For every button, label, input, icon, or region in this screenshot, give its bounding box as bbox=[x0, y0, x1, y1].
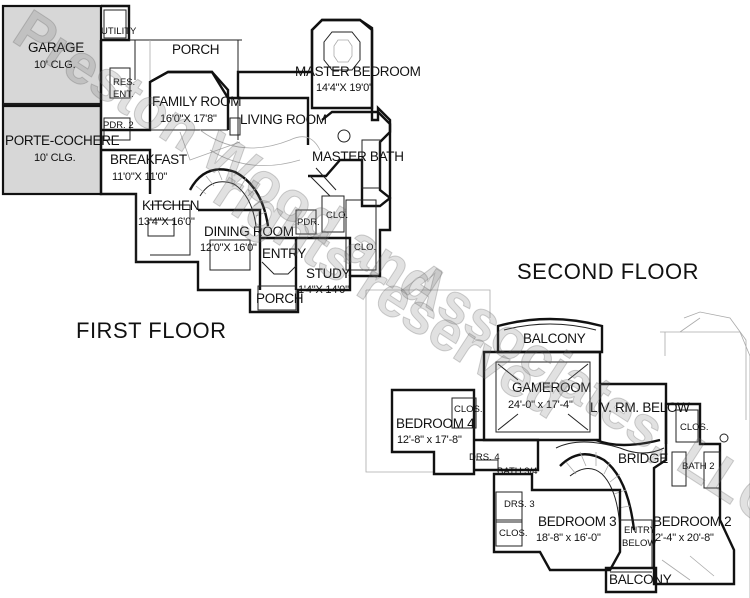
breakfast-name: BREAKFAST bbox=[110, 152, 187, 167]
bedroom-3-dim: 18'-8" x 16'-0" bbox=[536, 532, 601, 544]
kitchen-dim: 13'4"X 16'0" bbox=[138, 216, 195, 228]
breakfast-dim: 11'0"X 11'0" bbox=[112, 171, 167, 183]
drs-4-label: DRS. 4 bbox=[469, 452, 500, 463]
bath-2-label: BATH 2 bbox=[682, 461, 715, 472]
garage-area bbox=[1, 4, 103, 106]
bedroom-2-name: BEDROOM 2 bbox=[653, 514, 731, 529]
porte-cochere-dim: 10' CLG. bbox=[34, 152, 76, 164]
bedroom-3-name: BEDROOM 3 bbox=[538, 514, 616, 529]
master-bedroom-dim: 14'4"X 19'0" bbox=[316, 82, 373, 94]
first-floor-labels: GARAGE 10' CLG. PORTE-COCHERE 10' CLG. U… bbox=[5, 26, 421, 343]
pdr-2-label: PDR. 2 bbox=[103, 120, 134, 131]
drs-3-label: DRS. 3 bbox=[504, 499, 535, 510]
second-floor-plan bbox=[365, 289, 750, 598]
entry-below-line1: ENTRY bbox=[624, 525, 657, 536]
master-bedroom-name: MASTER BEDROOM bbox=[295, 64, 421, 79]
balcony-bottom-label: BALCONY bbox=[609, 572, 672, 587]
liv-rm-below-label: LIV. RM. BELOW bbox=[590, 400, 690, 415]
master-bath-label: MASTER BATH bbox=[312, 149, 404, 164]
garage-dim: 10' CLG. bbox=[34, 59, 76, 71]
dining-room-dim: 12'0"X 16'0" bbox=[200, 242, 257, 254]
pdr-label: PDR. bbox=[297, 217, 320, 228]
bridge-label: BRIDGE bbox=[618, 451, 668, 466]
gameroom-name: GAMEROOM bbox=[512, 380, 591, 395]
bedroom-4-dim: 12'-8" x 17'-8" bbox=[397, 434, 462, 446]
family-room-name: FAMILY ROOM bbox=[152, 94, 241, 109]
study-dim: 1'4"X 14'0" bbox=[298, 284, 349, 296]
porte-cochere-area bbox=[1, 104, 103, 196]
gameroom-dim: 24'-0" x 17'-4" bbox=[508, 399, 573, 411]
entry-below-line2: BELOW bbox=[622, 538, 656, 549]
porch-bottom-label: PORCH bbox=[256, 291, 303, 306]
second-floor-title: SECOND FLOOR bbox=[517, 259, 699, 284]
porch-top-label: PORCH bbox=[172, 42, 219, 57]
first-floor-plan bbox=[1, 4, 392, 314]
res-ent-line2: ENT. bbox=[113, 89, 134, 100]
clos-2-label: CLOS. bbox=[680, 422, 709, 433]
balcony-top-label: BALCONY bbox=[523, 331, 586, 346]
clos-1-label: CLOS. bbox=[454, 404, 483, 415]
living-room-label: LIVING ROOM bbox=[240, 112, 327, 127]
clo-1-label: CLO. bbox=[326, 210, 348, 221]
kitchen-name: KITCHEN bbox=[142, 198, 199, 213]
bedroom-4-name: BEDROOM 4 bbox=[396, 416, 475, 431]
dining-room-name: DINING ROOM bbox=[204, 224, 294, 239]
utility-label: UTILITY bbox=[101, 26, 137, 37]
family-room-dim: 16'0"X 17'8" bbox=[160, 113, 217, 125]
bath-3-4-label: BATH 3/4 bbox=[497, 466, 537, 477]
bedroom-2-dim: 2'-4" x 20'-8" bbox=[655, 532, 714, 544]
res-ent-line1: RES. bbox=[113, 77, 135, 88]
porte-cochere-name: PORTE-COCHERE bbox=[5, 133, 120, 148]
entry-label: ENTRY bbox=[262, 246, 306, 261]
first-floor-title: FIRST FLOOR bbox=[76, 318, 227, 343]
clo-2-label: CLO. bbox=[354, 242, 376, 253]
clos-3-label: CLOS. bbox=[499, 528, 528, 539]
study-name: STUDY bbox=[306, 266, 351, 281]
garage-name: GARAGE bbox=[28, 40, 84, 55]
second-floor-labels: SECOND FLOOR BALCONY GAMEROOM 24'-0" x 1… bbox=[396, 259, 732, 587]
